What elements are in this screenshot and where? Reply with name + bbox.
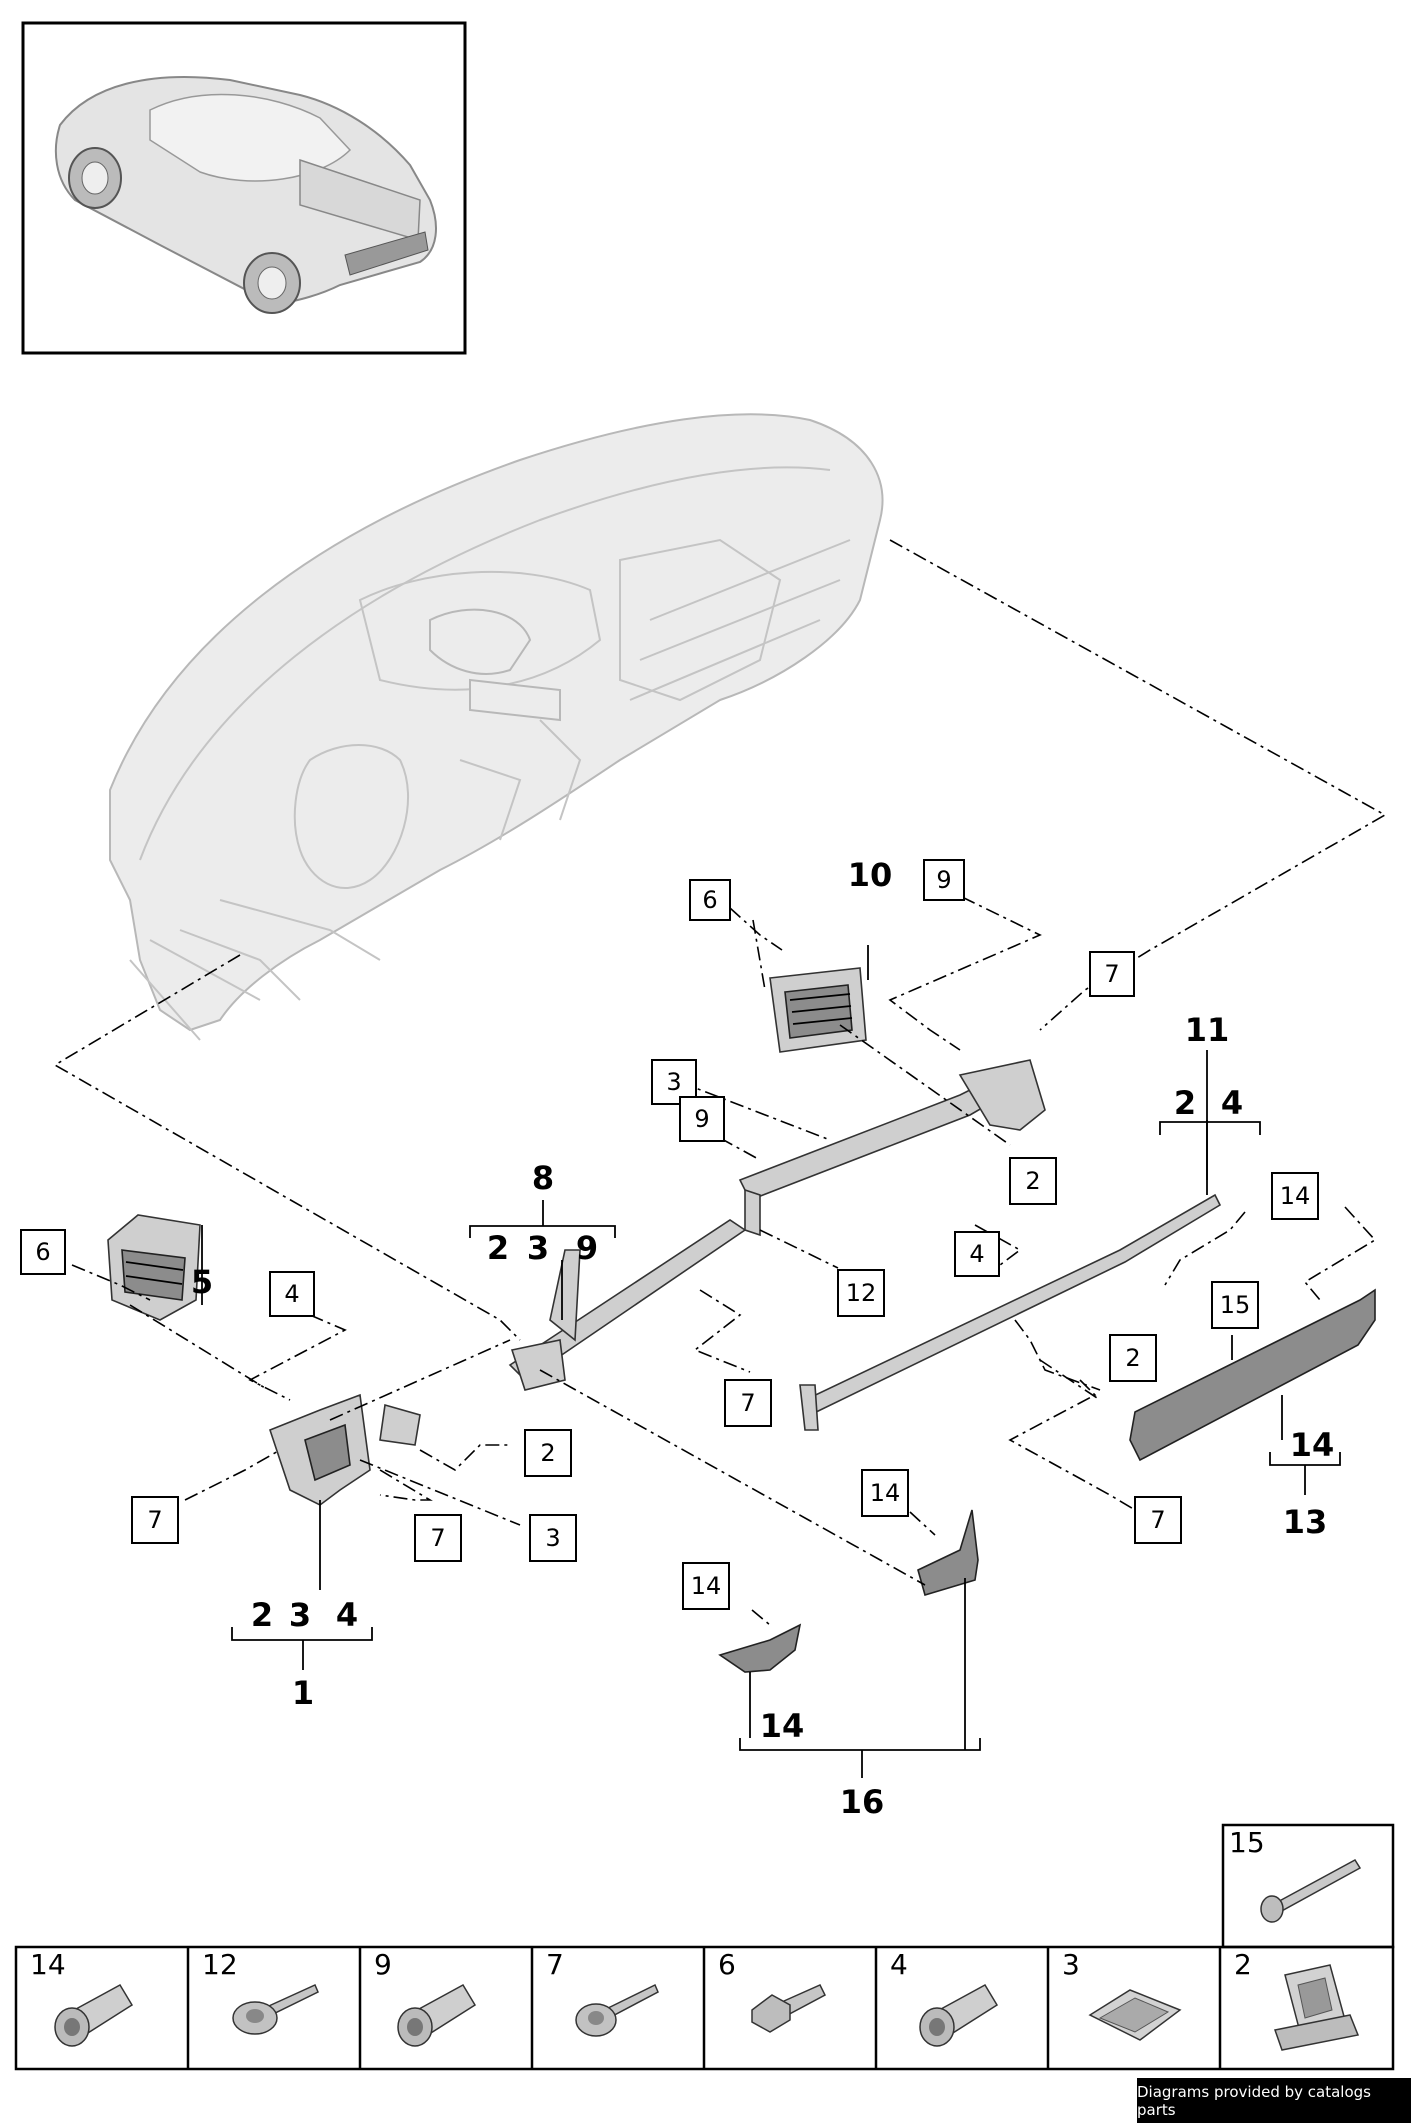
hardware-cell-label-14: 14	[30, 1948, 66, 1981]
trim-piece-lower-part	[718, 1623, 802, 1673]
callout-2-left[interactable]: 2	[524, 1429, 572, 1477]
callout-8-2: 2	[487, 1229, 509, 1267]
trim-rail-right-part	[799, 1193, 1222, 1431]
callout-8[interactable]: 8	[532, 1159, 554, 1197]
svg-text:14: 14	[691, 1572, 722, 1600]
svg-text:4: 4	[969, 1240, 984, 1268]
svg-text:7: 7	[1150, 1506, 1165, 1534]
expansion-nut-4-icon[interactable]	[919, 1983, 999, 2047]
hardware-cell-label-6: 6	[718, 1948, 736, 1981]
expansion-nut-14-icon[interactable]	[54, 1983, 134, 2047]
callout-11-2: 2	[1174, 1084, 1196, 1122]
svg-text:6: 6	[35, 1238, 50, 1266]
screw-12-icon[interactable]	[232, 1984, 319, 2035]
callout-13-14: 14	[1290, 1426, 1335, 1464]
callout-6-left[interactable]: 6	[20, 1229, 66, 1275]
spring-clip-2-icon[interactable]	[1274, 1964, 1360, 2051]
car-illustration	[54, 76, 437, 314]
svg-text:9: 9	[936, 866, 951, 894]
hardware-cell-label-4: 4	[890, 1948, 908, 1981]
callout-15[interactable]: 15	[1211, 1281, 1259, 1329]
svg-text:7: 7	[430, 1524, 445, 1552]
group-bracket-1	[231, 1500, 373, 1670]
svg-text:9: 9	[694, 1105, 709, 1133]
hardware-cell-label-15: 15	[1229, 1826, 1265, 1859]
svg-text:3: 3	[545, 1524, 560, 1552]
callout-14-mid[interactable]: 14	[861, 1469, 909, 1517]
callout-14-low[interactable]: 14	[682, 1562, 730, 1610]
callout-12[interactable]: 12	[837, 1269, 885, 1317]
callout-2-right[interactable]: 2	[1109, 1334, 1157, 1382]
callout-1[interactable]: 1	[292, 1674, 314, 1712]
callout-13[interactable]: 13	[1283, 1503, 1328, 1541]
svg-text:12: 12	[846, 1279, 877, 1307]
callout-7-mid[interactable]: 7	[724, 1379, 772, 1427]
hardware-grid: 15 14 12 9 7 6 4 3 2	[14, 1823, 1395, 2071]
clip-nut-3-icon[interactable]	[1088, 1989, 1182, 2041]
callout-4-right[interactable]: 4	[954, 1231, 1000, 1277]
hardware-cell-label-12: 12	[202, 1948, 238, 1981]
group-bracket-13	[1269, 1395, 1341, 1495]
svg-text:2: 2	[540, 1439, 555, 1467]
expansion-nut-9-icon[interactable]	[397, 1983, 477, 2047]
screw-7-icon[interactable]	[575, 1983, 659, 2037]
callout-3-lower[interactable]: 3	[529, 1514, 577, 1562]
leader-lines	[53, 539, 1387, 1626]
callout-5[interactable]: 5	[191, 1263, 213, 1301]
callout-10[interactable]: 10	[848, 856, 893, 894]
callout-8-9: 9	[576, 1229, 598, 1267]
svg-text:7: 7	[147, 1506, 162, 1534]
trim-bracket-left-part	[269, 1393, 421, 1506]
callout-9-top[interactable]: 9	[923, 859, 965, 901]
callout-2-top[interactable]: 2	[1009, 1157, 1057, 1205]
svg-text:7: 7	[1104, 960, 1119, 988]
svg-text:4: 4	[284, 1280, 299, 1308]
hardware-cell-label-3: 3	[1062, 1948, 1080, 1981]
callout-7-top[interactable]: 7	[1089, 951, 1135, 997]
callout-1-2: 2	[251, 1596, 273, 1634]
dash-trim-rail-part	[508, 1059, 1046, 1391]
footer-credit-badge: Diagrams provided by catalogs parts	[1137, 2078, 1411, 2123]
svg-text:14: 14	[870, 1479, 901, 1507]
dashboard-carrier-ghost	[109, 413, 884, 1041]
callout-7-lower[interactable]: 7	[414, 1514, 462, 1562]
group-bracket-11	[1159, 1050, 1261, 1195]
hardware-cell-label-7: 7	[546, 1948, 564, 1981]
svg-text:14: 14	[1280, 1182, 1311, 1210]
air-vent-right-part	[769, 967, 867, 1053]
vehicle-thumbnail	[21, 21, 467, 355]
group-bracket-16	[739, 1578, 981, 1778]
hardware-cell-label-9: 9	[374, 1948, 392, 1981]
callout-9-mid[interactable]: 9	[679, 1096, 725, 1142]
svg-text:6: 6	[702, 886, 717, 914]
decorative-trim-panel-part	[1129, 1288, 1376, 1462]
air-vent-left-part	[107, 1214, 201, 1321]
screw-15-icon[interactable]	[1260, 1859, 1362, 1923]
callout-14-right[interactable]: 14	[1271, 1172, 1319, 1220]
trim-piece-upper-part	[917, 1509, 979, 1597]
group-bracket-8	[469, 1200, 616, 1320]
callout-16-14: 14	[760, 1707, 805, 1745]
bolt-6-icon[interactable]	[751, 1984, 826, 2033]
svg-text:15: 15	[1220, 1291, 1251, 1319]
callout-7-right[interactable]: 7	[1134, 1496, 1182, 1544]
svg-text:2: 2	[1125, 1344, 1140, 1372]
callout-8-3: 3	[527, 1229, 549, 1267]
callout-1-3: 3	[289, 1596, 311, 1634]
svg-text:2: 2	[1025, 1167, 1040, 1195]
callout-7-left[interactable]: 7	[131, 1496, 179, 1544]
callout-6-top[interactable]: 6	[689, 879, 731, 921]
svg-text:7: 7	[740, 1389, 755, 1417]
callout-11-4: 4	[1221, 1084, 1243, 1122]
hardware-cell-label-2: 2	[1234, 1948, 1252, 1981]
callout-4-left[interactable]: 4	[269, 1271, 315, 1317]
svg-text:3: 3	[666, 1068, 681, 1096]
callout-11[interactable]: 11	[1185, 1011, 1230, 1049]
callout-16[interactable]: 16	[840, 1783, 885, 1821]
callout-1-4: 4	[336, 1596, 358, 1634]
